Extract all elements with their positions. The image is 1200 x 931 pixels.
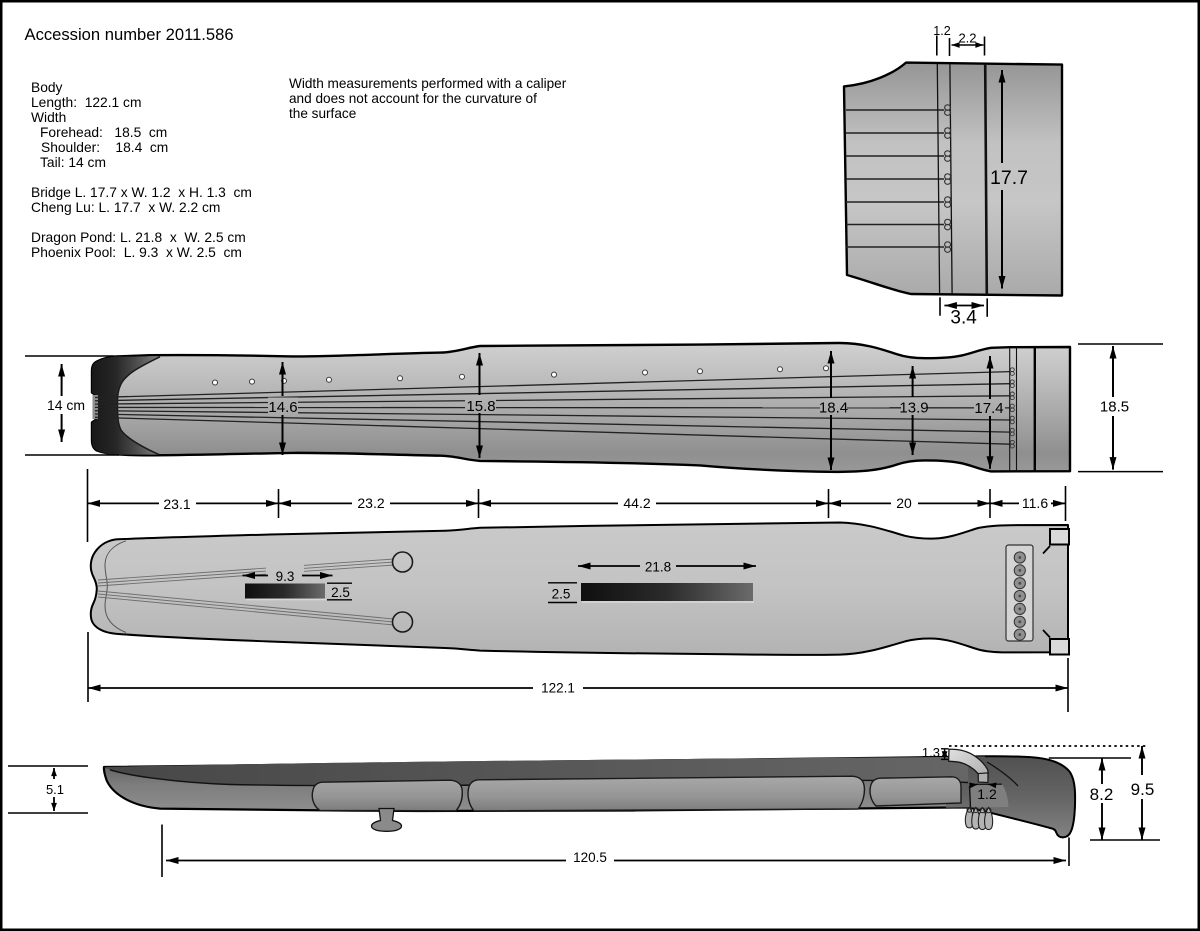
svg-text:14 cm: 14 cm <box>47 397 85 413</box>
svg-text:and does not account for the c: and does not account for the curvature o… <box>289 91 537 106</box>
svg-text:Width: Width <box>31 110 66 125</box>
svg-text:Accession number 2011.586: Accession number 2011.586 <box>25 25 234 44</box>
svg-text:Body: Body <box>31 80 63 95</box>
svg-text:Dragon Pond: L. 21.8 x W. 2.: Dragon Pond: L. 21.8 x W. 2.5 cm <box>31 230 246 245</box>
svg-text:44.2: 44.2 <box>623 495 650 511</box>
svg-text:17.4: 17.4 <box>974 400 1003 417</box>
svg-text:1.2: 1.2 <box>933 24 950 38</box>
svg-text:Bridge L. 17.7 x W. 1.2 x H.: Bridge L. 17.7 x W. 1.2 x H. 1.3 cm <box>31 185 252 200</box>
svg-text:13.9: 13.9 <box>899 400 928 417</box>
svg-text:2.5: 2.5 <box>331 585 350 600</box>
svg-text:9.5: 9.5 <box>1131 780 1155 799</box>
svg-text:11.6: 11.6 <box>1022 495 1048 511</box>
svg-text:Shoulder: 18.4 cm: Shoulder: 18.4 cm <box>41 140 168 155</box>
svg-text:Width measurements performed w: Width measurements performed with a cali… <box>289 76 567 91</box>
svg-text:2.5: 2.5 <box>552 587 571 602</box>
svg-text:122.1: 122.1 <box>541 681 575 696</box>
svg-text:18.4: 18.4 <box>819 400 848 417</box>
svg-text:2.2: 2.2 <box>958 31 976 46</box>
svg-text:15.8: 15.8 <box>466 398 495 415</box>
svg-text:20: 20 <box>896 495 912 511</box>
svg-text:Tail: 14 cm: Tail: 14 cm <box>40 155 106 170</box>
svg-text:3.4: 3.4 <box>950 308 977 329</box>
svg-text:Length: 122.1 cm: Length: 122.1 cm <box>31 95 141 110</box>
svg-text:1.2: 1.2 <box>977 786 997 802</box>
svg-text:Phoenix Pool: L. 9.3 x W. 2.: Phoenix Pool: L. 9.3 x W. 2.5 cm <box>31 245 242 260</box>
svg-text:8.2: 8.2 <box>1090 785 1114 804</box>
svg-text:9.3: 9.3 <box>276 569 295 584</box>
svg-text:the surface: the surface <box>289 106 356 121</box>
svg-text:14.6: 14.6 <box>268 399 297 416</box>
svg-text:Cheng Lu: L. 17.7 x W. 2.2 cm: Cheng Lu: L. 17.7 x W. 2.2 cm <box>31 200 220 215</box>
svg-text:18.5: 18.5 <box>1100 399 1129 416</box>
svg-text:23.2: 23.2 <box>357 495 384 511</box>
svg-text:17.7: 17.7 <box>990 167 1028 189</box>
svg-text:Forehead: 18.5 cm: Forehead: 18.5 cm <box>40 125 167 140</box>
svg-text:21.8: 21.8 <box>645 560 671 575</box>
svg-text:23.1: 23.1 <box>163 496 190 512</box>
svg-text:120.5: 120.5 <box>573 850 607 865</box>
svg-text:5.1: 5.1 <box>46 782 64 797</box>
svg-text:1.3: 1.3 <box>922 745 940 760</box>
